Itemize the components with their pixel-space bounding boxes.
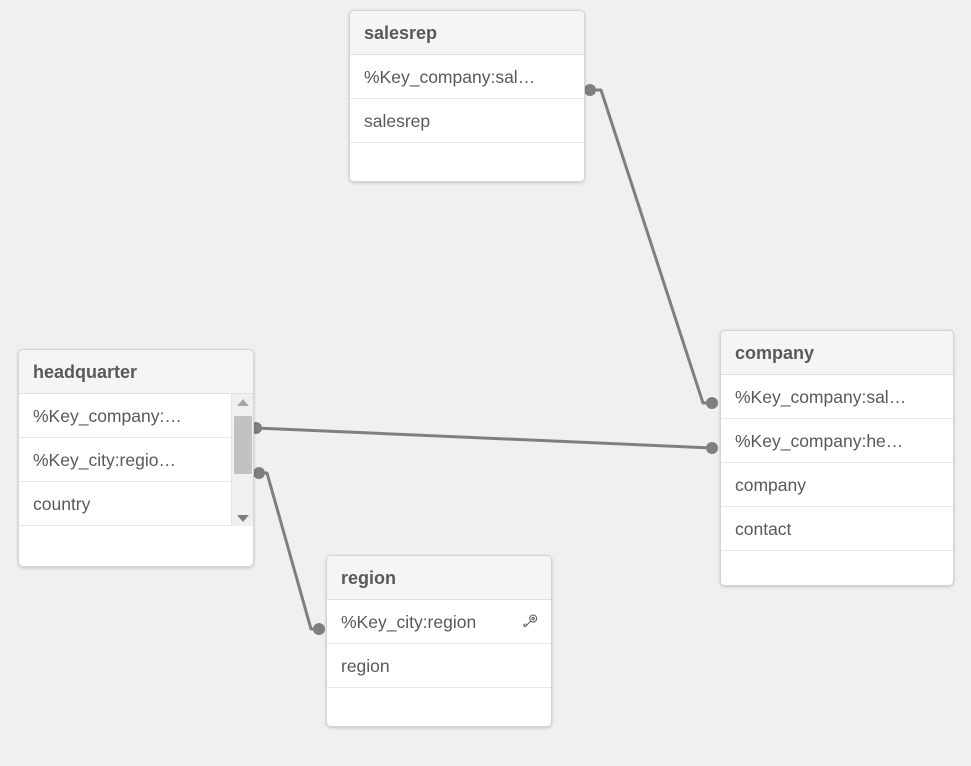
table-title-salesrep: salesrep (350, 11, 584, 55)
field-label: %Key_company:sal… (364, 66, 536, 87)
field-row[interactable]: salesrep (350, 99, 584, 143)
table-title-region: region (327, 556, 551, 600)
table-footer-row (350, 143, 584, 181)
table-title-headquarter: headquarter (19, 350, 253, 394)
table-title-company: company (721, 331, 953, 375)
connector-line (588, 88, 715, 405)
field-label: %Key_city:region (341, 611, 477, 632)
field-label: region (341, 655, 390, 676)
field-list-salesrep: %Key_company:sal… salesrep (350, 55, 584, 181)
scrollbar-track[interactable] (232, 410, 254, 510)
field-row[interactable]: %Key_company:… (19, 394, 253, 438)
table-footer-row (19, 526, 253, 566)
field-label: %Key_company:he… (735, 430, 904, 451)
field-row[interactable]: %Key_city:regio… (19, 438, 253, 482)
connector-endpoint-dot (313, 623, 325, 635)
field-label: country (33, 493, 91, 514)
table-company[interactable]: company %Key_company:sal… %Key_company:h… (720, 330, 954, 586)
field-row[interactable]: %Key_company:he… (721, 419, 953, 463)
connector-endpoint-dot (584, 84, 596, 96)
field-row[interactable]: %Key_city:region (327, 600, 551, 644)
vertical-scrollbar[interactable] (231, 394, 253, 526)
field-label: company (735, 474, 807, 495)
table-salesrep[interactable]: salesrep %Key_company:sal… salesrep (349, 10, 585, 182)
field-label: %Key_company:… (33, 405, 182, 426)
table-headquarter[interactable]: headquarter %Key_company:… %Key_city:reg… (18, 349, 254, 567)
field-row[interactable]: contact (721, 507, 953, 551)
field-label: %Key_city:regio… (33, 449, 176, 470)
field-label: contact (735, 518, 792, 539)
connector-line (257, 471, 321, 631)
connector-endpoint-dot (706, 397, 718, 409)
field-row[interactable]: region (327, 644, 551, 688)
field-row[interactable]: country (19, 482, 253, 526)
field-row[interactable]: company (721, 463, 953, 507)
scroll-up-arrow-icon[interactable] (232, 394, 254, 410)
key-icon (511, 613, 539, 631)
field-row[interactable]: %Key_company:sal… (721, 375, 953, 419)
scrollbar-thumb[interactable] (233, 416, 252, 474)
connector-endpoint-dot (253, 467, 265, 479)
connector-line (254, 426, 714, 450)
table-region[interactable]: region %Key_city:region (326, 555, 552, 727)
field-label: salesrep (364, 110, 431, 131)
field-row[interactable]: %Key_company:sal… (350, 55, 584, 99)
table-footer-row (327, 688, 551, 726)
connector-endpoint-dot (706, 442, 718, 454)
field-list-company: %Key_company:sal… %Key_company:he… compa… (721, 375, 953, 585)
field-label: %Key_company:sal… (735, 386, 907, 407)
field-list-headquarter: %Key_company:… %Key_city:regio… country (19, 394, 253, 566)
field-list-region: %Key_city:region region (327, 600, 551, 726)
scroll-down-arrow-icon[interactable] (232, 510, 254, 526)
table-footer-row (721, 551, 953, 585)
